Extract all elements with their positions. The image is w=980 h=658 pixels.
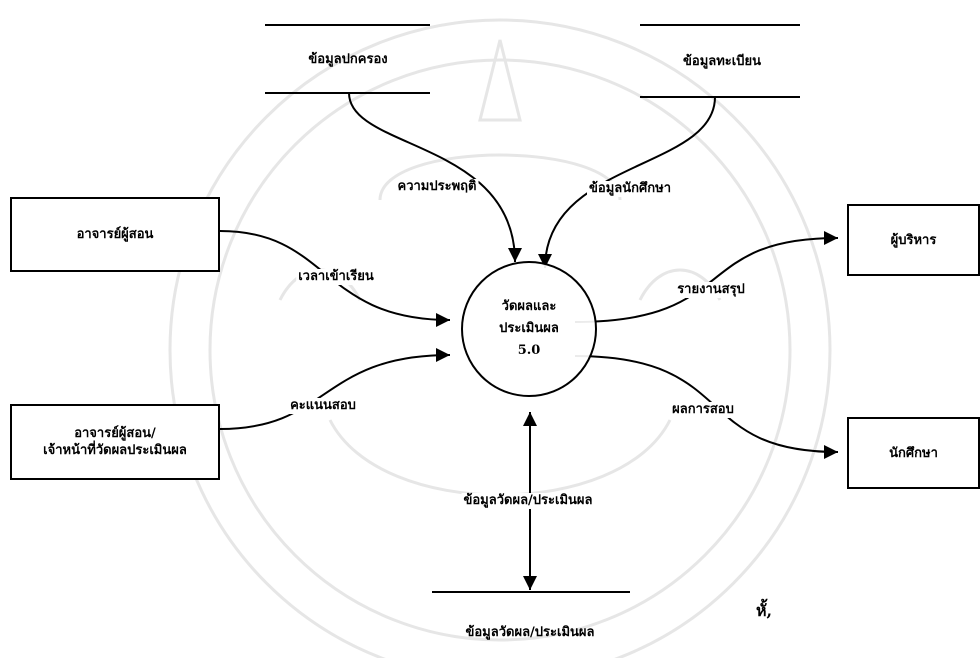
entity-teacher-staff-line2: เจ้าหน้าที่วัดผลประเมินผล [43, 443, 187, 458]
flow-scores-path [219, 348, 451, 430]
stray-mark: หั้, [756, 601, 773, 620]
flow-scores-label: คะแนนสอบ [288, 398, 358, 414]
store-evaluation-label: ข้อมูลวัดผล/ประเมินผล [465, 625, 595, 640]
flow-eval-data-label: ข้อมูลวัดผล/ประเมินผล [461, 493, 595, 509]
flow-behavior-path [348, 92, 522, 263]
entity-teacher-label: อาจารย์ผู้สอน [76, 227, 154, 242]
entity-student: นักศึกษา [847, 417, 980, 489]
flow-exam-results-label: ผลการสอบ [670, 402, 736, 418]
university-seal-watermark [168, 18, 832, 658]
process-line2: ประเมินผล [499, 321, 559, 336]
entity-teacher: อาจารย์ผู้สอน [10, 197, 220, 272]
entity-student-label: นักศึกษา [889, 445, 938, 461]
process-line1: วัดผลและ [501, 299, 557, 314]
entity-teacher-staff: อาจารย์ผู้สอน/ เจ้าหน้าที่วัดผลประเมินผล [10, 404, 220, 480]
store-governance-label: ข้อมูลปกครอง [308, 52, 388, 67]
entity-teacher-staff-line1: อาจารย์ผู้สอน/ [74, 426, 156, 441]
flow-student-info-path [538, 96, 716, 269]
process-evaluation: วัดผลและ ประเมินผล 5.0 [461, 261, 597, 397]
flow-behavior-label: ความประพฤติ [395, 179, 479, 195]
store-registration-label: ข้อมูลทะเบียน [683, 54, 761, 69]
entity-executive: ผู้บริหาร [847, 204, 980, 276]
flow-attendance-label: เวลาเข้าเรียน [296, 269, 376, 285]
entity-executive-label: ผู้บริหาร [890, 232, 937, 248]
flow-summary-report-label: รายงานสรุป [675, 282, 747, 298]
flow-summary-report-path [574, 231, 839, 323]
flow-student-info-label: ข้อมูลนักศึกษา [587, 181, 673, 197]
process-number: 5.0 [517, 343, 541, 358]
